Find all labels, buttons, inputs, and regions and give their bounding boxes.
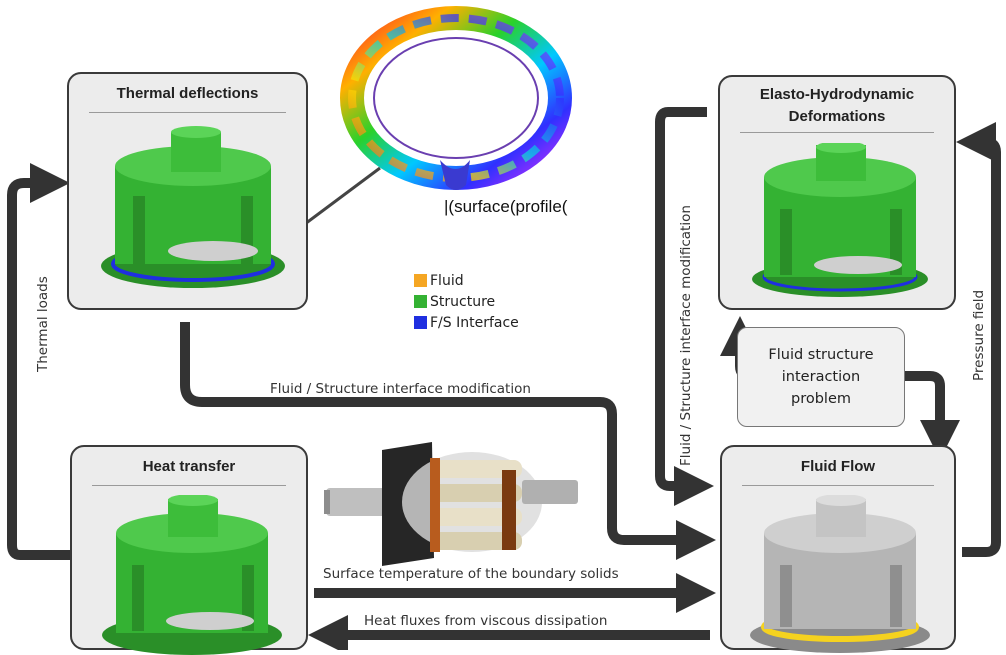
legend-swatch-interface [414,316,427,329]
pressure-field-arrow [956,122,1001,557]
legend-item-structure: Structure [414,291,519,312]
title-divider [92,485,286,486]
fsi-down-arrow [905,371,960,460]
fsi-line1: Fluid structure [768,347,874,363]
legend-item-fluid: Fluid [414,270,519,291]
pressure-field-label: Pressure field [971,289,987,381]
title-divider [740,132,934,133]
thermal-loads-arrow [6,163,70,560]
thermal-loads-label: Thermal loads [35,276,51,372]
green-housing-model [101,126,285,288]
legend: Fluid Structure F/S Interface [414,270,519,333]
legend-swatch-structure [414,295,427,308]
fluid-flow-box: Fluid Flow [720,445,956,653]
surface-profile-label: |(surface(profile( [444,197,568,216]
ehd-deformations-box: Elasto-Hydrodynamic Deformations [718,75,956,310]
vertical-interface-modification-label: Fluid / Structure interface modification [678,205,694,466]
fsi-problem-box: Fluid structure interaction problem [737,327,905,427]
axial-piston-pump-image [324,442,578,566]
heat-transfer-title: Heat transfer [142,458,236,475]
thermal-deflections-title: Thermal deflections [116,85,259,102]
legend-label-structure: Structure [430,293,496,310]
surface-temperature-label: Surface temperature of the boundary soli… [323,566,619,582]
interface-modification-label: Fluid / Structure interface modification [270,381,531,397]
title-divider [89,112,286,113]
heat-transfer-box: Heat transfer [70,445,308,655]
green-housing-model [752,143,928,297]
legend-item-interface: F/S Interface [414,312,519,333]
green-housing-model [102,495,282,655]
ehd-title-line1: Elasto-Hydrodynamic [759,86,915,103]
fsi-line2: interaction [781,369,861,385]
ehd-to-fluid-arrow [655,107,714,506]
fluid-flow-title: Fluid Flow [800,458,876,475]
surface-profile-ring [340,6,572,190]
heat-fluxes-label: Heat fluxes from viscous dissipation [364,613,608,629]
fsi-line3: problem [791,391,851,407]
interface-modification-arrow [180,322,716,560]
thermal-deflections-box: Thermal deflections [67,72,308,310]
grey-fluid-model [750,495,930,653]
legend-label-interface: F/S Interface [430,314,519,331]
title-divider [742,485,934,486]
ehd-title-line2: Deformations [788,108,886,125]
legend-swatch-fluid [414,274,427,287]
legend-label-fluid: Fluid [430,272,464,289]
